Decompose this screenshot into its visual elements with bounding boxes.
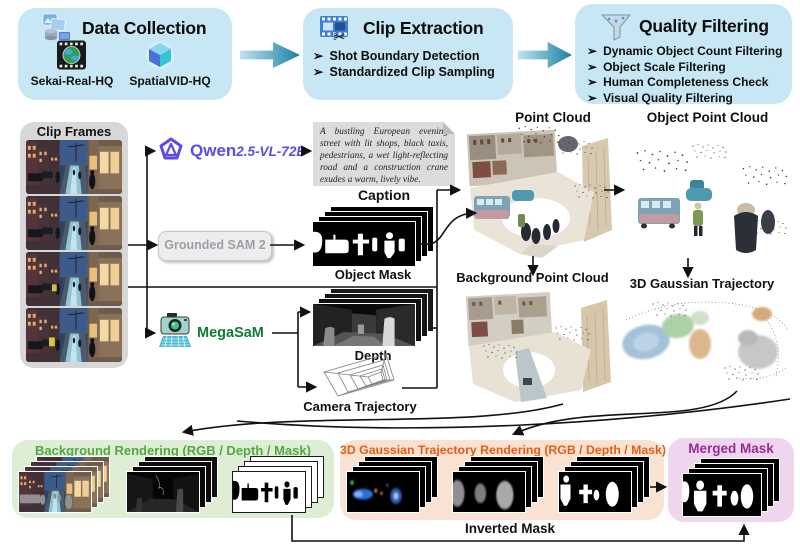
bg-rgb-stack [18, 456, 110, 513]
cube-icon [146, 41, 174, 69]
gaussian-depth-stack [452, 456, 544, 513]
depth-stack [312, 288, 434, 347]
arrow-bullet-icon: ➢ [313, 49, 324, 63]
inverted-mask-label: Inverted Mask [440, 521, 580, 536]
merged-mask-title: Merged Mask [688, 441, 774, 456]
bg-depth-stack [126, 456, 218, 513]
bullet-item: ➢Object Scale Filtering [587, 59, 726, 74]
point-cloud-image [466, 126, 612, 258]
caption-dogear [443, 122, 455, 134]
arrow-bullet-icon: ➢ [587, 59, 598, 74]
camera-trajectory-label: Camera Trajectory [303, 399, 417, 414]
clip-frame-image [26, 308, 122, 362]
stage-title: Clip Extraction [363, 18, 484, 38]
qwen-model-label: Qwen2.5-VL-72B [190, 141, 307, 160]
stage-arrow-2 [518, 42, 572, 68]
clip-frame-image [26, 140, 122, 194]
camera-trajectory-wireframe [323, 353, 395, 397]
background-point-cloud-image [465, 292, 611, 402]
object-mask-label: Object Mask [334, 267, 412, 282]
object-mask-stack [312, 206, 434, 267]
stage-arrow-1 [240, 42, 300, 68]
arrow-bullet-icon: ➢ [313, 65, 324, 79]
merged-mask-stack [682, 458, 780, 517]
megasam-label: MegaSaM [197, 325, 264, 341]
object-point-cloud-image [636, 144, 787, 253]
bullet-item: ➢Dynamic Object Count Filtering [587, 44, 783, 58]
grounded-sam-box: Grounded SAM 2 [158, 231, 272, 261]
bullet-item: ➢Shot Boundary Detection [313, 49, 480, 63]
bullet-item: ➢Standardized Clip Sampling [313, 65, 495, 79]
clip-frames-label: Clip Frames [36, 124, 112, 139]
gaussian-rgb-stack [346, 456, 438, 513]
caption-label: Caption [357, 187, 411, 203]
background-point-cloud-label: Background Point Cloud [456, 270, 609, 285]
clip-frames-panel: Clip Frames [20, 122, 128, 368]
background-rendering-title: Background Rendering (RGB / Depth / Mask… [35, 443, 311, 458]
stage-title: Data Collection [82, 18, 207, 38]
clip-frame-image [26, 196, 122, 250]
gaussian-trajectory-label: 3D Gaussian Trajectory [629, 276, 775, 291]
bullet-item: ➢Human Completeness Check [587, 75, 769, 89]
bullet-item: ➢Visual Quality Filtering [587, 90, 733, 105]
stage-clip-extraction: ✂ Clip Extraction ➢Shot Boundary Detecti… [303, 8, 513, 100]
arrow-bullet-icon: ➢ [587, 75, 598, 89]
stage-quality-filtering: Quality Filtering ➢Dynamic Object Count … [575, 4, 792, 105]
film-globe-icon [57, 40, 86, 70]
object-point-cloud-label: Object Point Cloud [646, 110, 769, 125]
camera-icon [159, 313, 191, 348]
depth-label: Depth [354, 348, 392, 363]
qwen-logo-icon [159, 137, 183, 160]
gaussian-mask-stack [558, 456, 650, 513]
dataset-sekai-label: Sekai-Real-HQ [30, 74, 114, 88]
clip-frame-image [26, 252, 122, 306]
svg-text:✂: ✂ [333, 29, 346, 43]
arrow-bullet-icon: ➢ [587, 90, 598, 105]
stage-title: Quality Filtering [639, 16, 769, 36]
gaussian-trajectory-image [622, 301, 789, 381]
point-cloud-label: Point Cloud [515, 110, 591, 125]
bg-mask-stack [232, 456, 324, 513]
stage-data-collection: Data Collection Sekai-Real-HQ SpatialVID… [18, 8, 232, 100]
gaussian-rendering-title: 3D Gaussian Trajectory Rendering (RGB / … [340, 443, 666, 457]
arrow-bullet-icon: ➢ [587, 44, 598, 58]
dataset-spatialvid-label: SpatialVID-HQ [129, 74, 211, 88]
database-photos-icon [42, 13, 70, 41]
funnel-icon [601, 14, 631, 41]
caption-text: A bustling European evening street with … [313, 122, 455, 186]
film-scissors-icon: ✂ [320, 16, 348, 43]
